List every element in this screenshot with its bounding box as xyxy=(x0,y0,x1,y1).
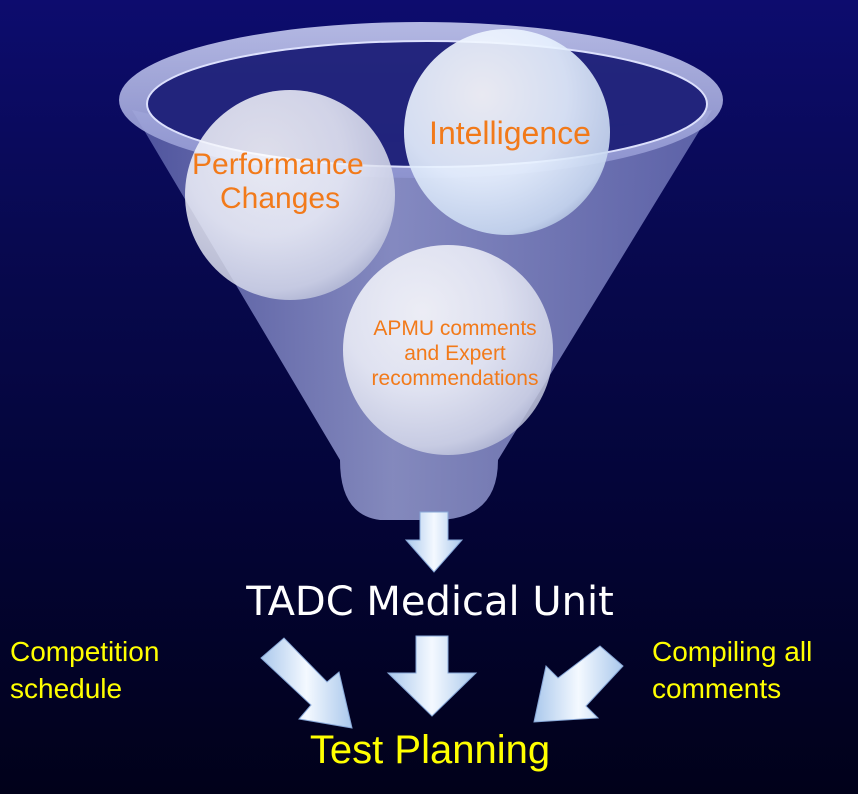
test-planning-label: Test Planning xyxy=(309,728,551,772)
performance-line2: Changes xyxy=(220,182,341,215)
circle-intelligence xyxy=(404,29,610,235)
arrow-center-down-icon xyxy=(386,635,478,717)
competition-schedule-label: Competition schedule xyxy=(10,633,159,707)
performance-changes-label: Performance Changes xyxy=(180,148,410,216)
performance-line1: Performance xyxy=(192,148,364,181)
apmu-line2: and Expert xyxy=(404,342,506,365)
compiling-comments-label: Compiling all comments xyxy=(652,633,812,707)
intelligence-label: Intelligence xyxy=(400,115,620,152)
arrow-right-diagonal-icon xyxy=(533,645,624,723)
apmu-comments-label: APMU comments and Expert recommendations xyxy=(330,316,580,391)
intelligence-text: Intelligence xyxy=(429,115,591,151)
compiling-line1: Compiling all xyxy=(652,636,813,667)
arrow-down-icon xyxy=(404,511,464,573)
compiling-line2: comments xyxy=(652,673,782,704)
competition-line2: schedule xyxy=(10,673,123,704)
arrow-left-diagonal-icon xyxy=(260,637,353,729)
circle-apmu xyxy=(343,245,553,455)
competition-line1: Competition xyxy=(10,636,160,667)
tadc-medical-unit-label: TADC Medical Unit xyxy=(246,579,614,625)
apmu-line3: recommendations xyxy=(371,367,539,390)
circle-performance xyxy=(185,90,395,300)
apmu-line1: APMU comments xyxy=(373,317,537,340)
